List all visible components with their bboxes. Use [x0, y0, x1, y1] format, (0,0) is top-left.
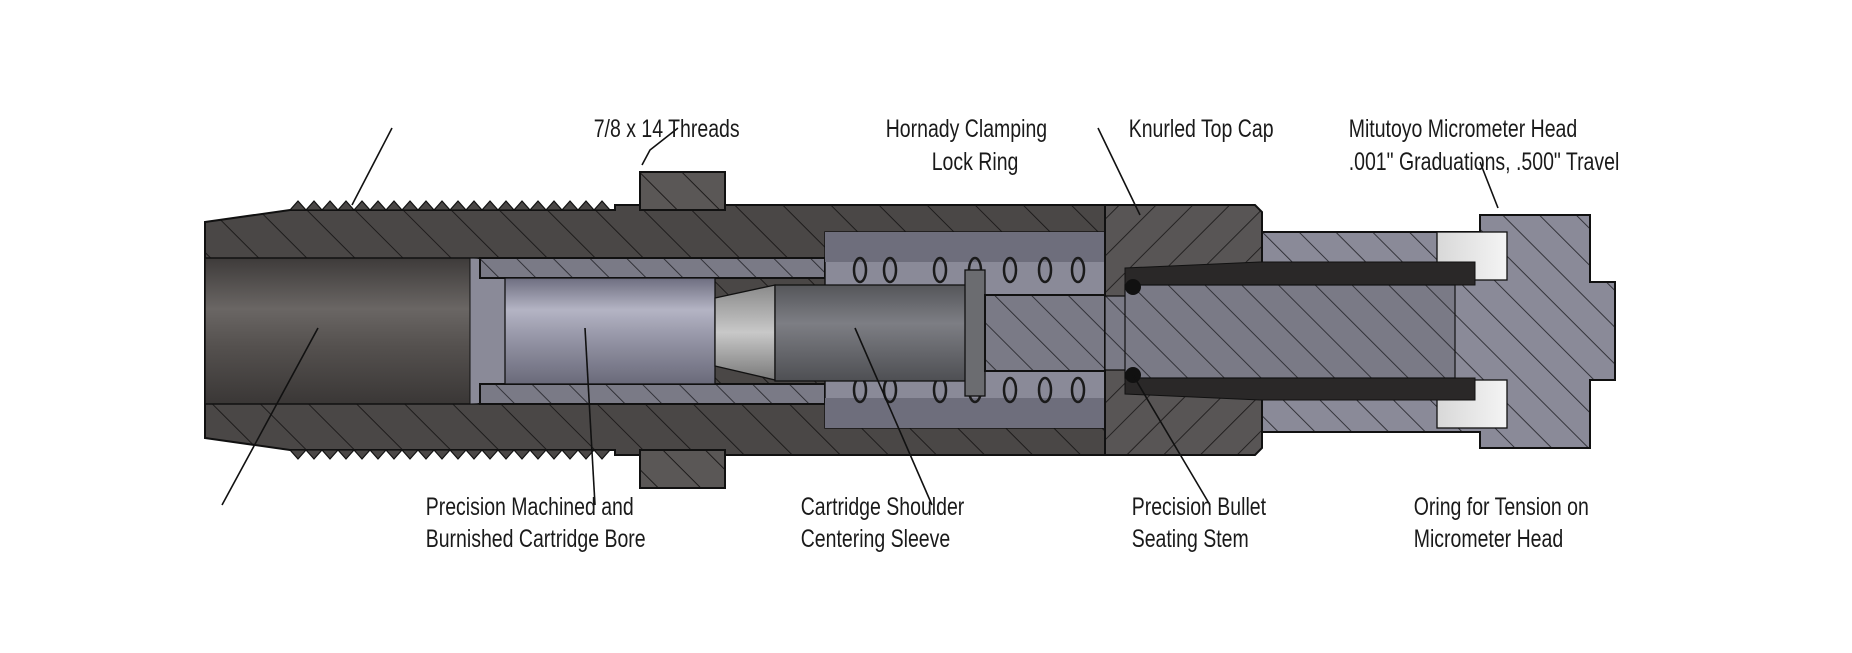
leader-oring: [1132, 374, 1211, 506]
callout-bore-line2: Burnished Cartridge Bore: [426, 525, 646, 553]
callout-sleeve-line2: Centering Sleeve: [801, 525, 951, 553]
leader-bore: [221, 327, 319, 506]
callout-top-cap: Knurled Top Cap: [1129, 115, 1274, 143]
leader-sleeve: [584, 327, 596, 506]
callout-micrometer-line2: .001" Graduations, .500" Travel: [1349, 148, 1620, 176]
callout-threads: 7/8 x 14 Threads: [594, 115, 740, 143]
thread-teeth-top: [288, 200, 612, 211]
spindle-sleeve-top: [1124, 261, 1476, 286]
callout-bore-line1: Precision Machined and: [426, 493, 634, 521]
callout-oring-line2: Micrometer Head: [1414, 525, 1563, 553]
callout-oring-line1: Oring for Tension on: [1414, 493, 1589, 521]
callout-sleeve-line1: Cartridge Shoulder: [801, 493, 965, 521]
lock-ring-top: [639, 171, 726, 211]
callout-micrometer-line1: Mitutoyo Micrometer Head: [1349, 115, 1578, 143]
spindle-sleeve-bottom: [1124, 377, 1476, 401]
leader-threads: [351, 127, 393, 206]
callout-lock-ring-line2: Lock Ring: [932, 148, 1019, 176]
thread-teeth-bottom: [288, 449, 612, 460]
leader-stem: [854, 327, 933, 506]
callout-stem-line1: Precision Bullet: [1132, 493, 1267, 521]
leader-top-cap: [1097, 127, 1141, 216]
callout-lock-ring-line1: Hornady Clamping: [886, 115, 1047, 143]
lock-ring-bottom: [639, 449, 726, 489]
callout-stem-line2: Seating Stem: [1132, 525, 1249, 553]
leader-lock-ring: [641, 127, 679, 166]
leader-micrometer: [1479, 161, 1499, 209]
bore-flare: [469, 257, 506, 405]
centering-sleeve: [479, 257, 826, 405]
cartridge-bore: [204, 257, 496, 405]
oring-dot-top: [1125, 279, 1141, 295]
micrometer-head: [1124, 214, 1616, 449]
